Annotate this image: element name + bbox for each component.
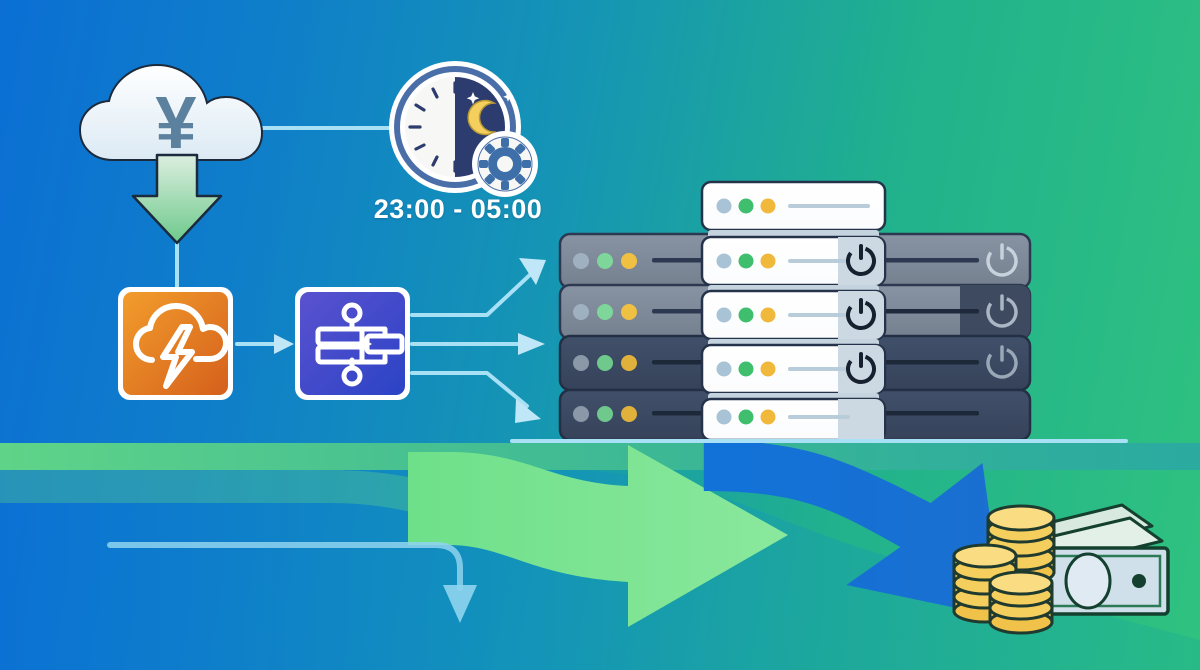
workflow-service-icon[interactable] [295,287,410,400]
download-arrow [131,153,223,245]
savings-arrow [408,445,788,627]
schedule-window-label: 23:00 - 05:00 [373,194,543,224]
connector-workflow-server-down [410,371,529,408]
monitoring-service-icon[interactable] [118,287,233,400]
connector-workflow-server-mid-head [518,333,545,355]
currency-symbol: ¥ [155,81,196,164]
gear-icon[interactable] [472,131,538,197]
billing-cloud[interactable]: ¥ [78,63,264,164]
savings-band [0,443,1200,470]
feedback-line [107,542,463,591]
clock[interactable] [389,61,538,197]
feedback-arrowhead [443,585,477,623]
coin-stack-front [988,570,1054,635]
power-icon[interactable] [844,298,877,331]
server-row-highlighted[interactable] [700,343,887,395]
cloud-lightning-icon [133,303,229,363]
power-icon[interactable] [844,352,877,385]
connector-workflow-server-down-head [515,399,541,423]
crescent-moon-icon [467,99,497,136]
cost-reduction-arrow [703,440,1005,618]
lightning-bolt-icon [160,324,195,389]
connector-workflow-server-up [410,270,535,317]
workflow-inner-arrowhead [362,338,372,350]
server-row-highlighted[interactable] [700,397,887,442]
connector-workflow-server-up-head [519,258,546,285]
connector-monitoring-workflow-head [274,334,294,354]
server-row-highlighted[interactable] [700,180,887,232]
power-icon[interactable] [844,244,877,277]
